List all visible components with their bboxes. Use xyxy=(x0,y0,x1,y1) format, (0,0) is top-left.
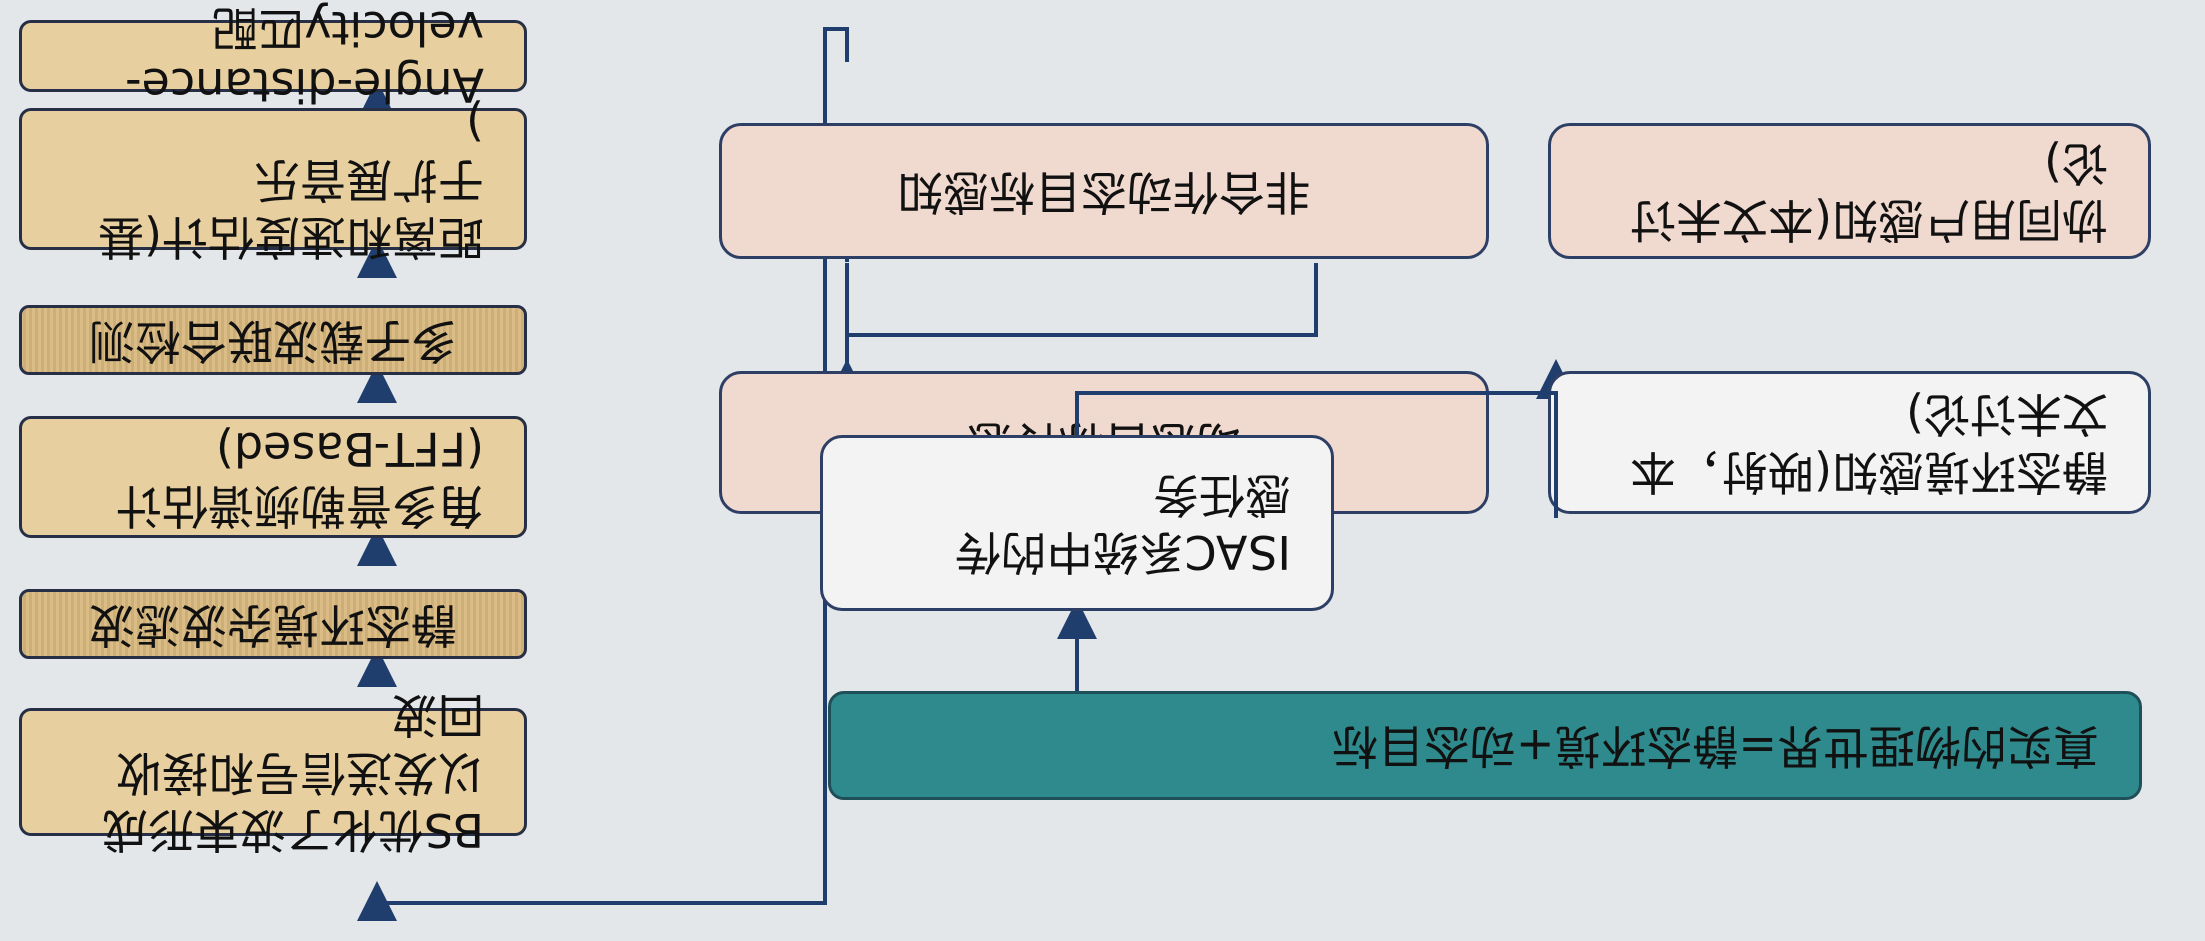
tree-lines xyxy=(845,263,1558,691)
